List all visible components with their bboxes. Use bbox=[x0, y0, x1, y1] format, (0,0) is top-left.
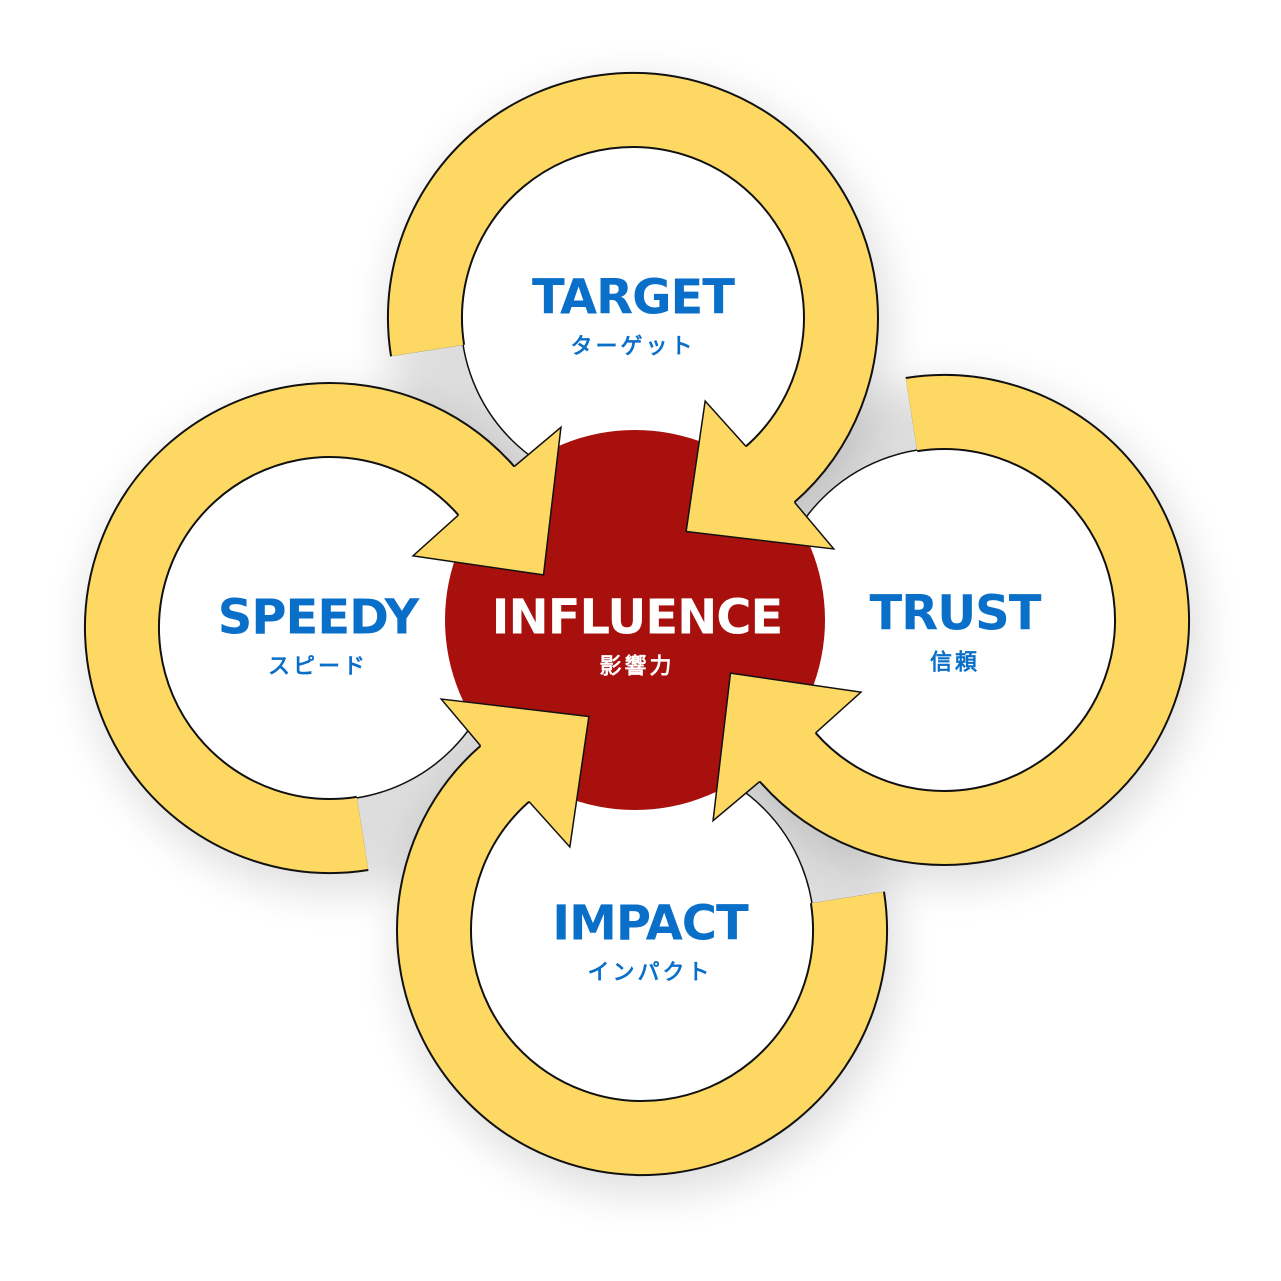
center-subtitle: 影響力 bbox=[599, 654, 675, 680]
node-title: TRUST bbox=[869, 585, 1042, 642]
node-title: SPEEDY bbox=[217, 589, 419, 646]
node-subtitle: スピード bbox=[267, 654, 368, 680]
center-title: INFLUENCE bbox=[491, 589, 784, 646]
node-trust: TRUST 信頼 bbox=[869, 585, 1042, 677]
node-subtitle: インパクト bbox=[587, 960, 713, 986]
node-impact: IMPACT インパクト bbox=[552, 895, 749, 987]
center-label: INFLUENCE 影響力 bbox=[491, 589, 784, 681]
node-title: IMPACT bbox=[552, 895, 749, 952]
target-arrowhead bbox=[685, 399, 836, 550]
impact-arrowhead bbox=[439, 698, 590, 849]
target-arrow bbox=[387, 72, 879, 550]
node-speedy: SPEEDY スピード bbox=[217, 589, 419, 681]
speedy-arrowhead bbox=[411, 425, 562, 576]
node-subtitle: ターゲット bbox=[570, 334, 696, 360]
trust-arrowhead bbox=[712, 672, 863, 823]
impact-arrow bbox=[396, 698, 888, 1176]
node-subtitle: 信頼 bbox=[929, 650, 980, 676]
trust-arrow bbox=[712, 374, 1190, 866]
speedy-arrow bbox=[84, 382, 562, 874]
node-title: TARGET bbox=[531, 269, 735, 326]
node-target: TARGET ターゲット bbox=[531, 269, 735, 361]
